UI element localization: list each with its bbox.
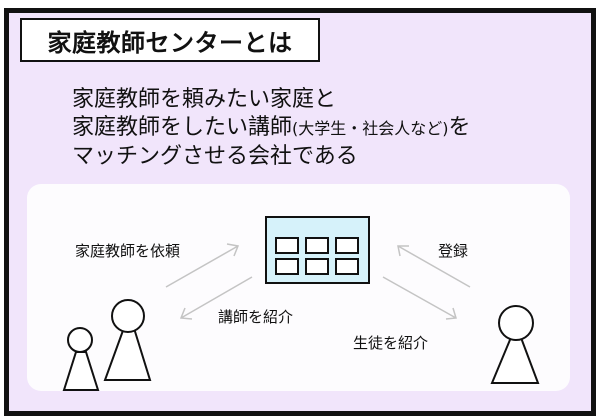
label-introduce-student: 生徒を紹介	[353, 334, 429, 352]
label-request: 家庭教師を依頼	[75, 242, 181, 260]
description-line-2: 家庭教師をしたい講師(大学生・社会人など)を	[72, 114, 471, 143]
arrowhead-introduce-student	[445, 307, 457, 320]
description: 家庭教師を頼みたい家庭と 家庭教師をしたい講師(大学生・社会人など)を マッチン…	[72, 86, 471, 171]
description-line-2-paren: (大学生・社会人など)	[292, 119, 449, 138]
description-line-2-end: を	[448, 115, 471, 140]
building-icon	[265, 216, 370, 284]
arrow-introduce-student	[382, 276, 457, 319]
page-title: 家庭教師センターとは	[20, 18, 320, 62]
title-text: 家庭教師センターとは	[47, 28, 293, 57]
description-line-3: マッチングさせる会社である	[72, 144, 358, 169]
arrow-register	[397, 245, 471, 288]
label-introduce-tutor: 講師を紹介	[218, 308, 294, 326]
tutor-icon	[490, 305, 540, 384]
arrow-introduce-tutor	[180, 276, 253, 319]
arrowhead-register	[397, 245, 409, 257]
arrow-request	[165, 245, 239, 288]
description-line-2-main: 家庭教師をしたい講師	[72, 115, 293, 140]
description-line-1: 家庭教師を頼みたい家庭と	[72, 87, 337, 112]
label-register: 登録	[438, 242, 469, 260]
arrows	[165, 243, 471, 320]
family-icon	[62, 299, 152, 391]
arrowhead-introduce-tutor	[179, 307, 193, 320]
arrowhead-request	[226, 243, 240, 257]
